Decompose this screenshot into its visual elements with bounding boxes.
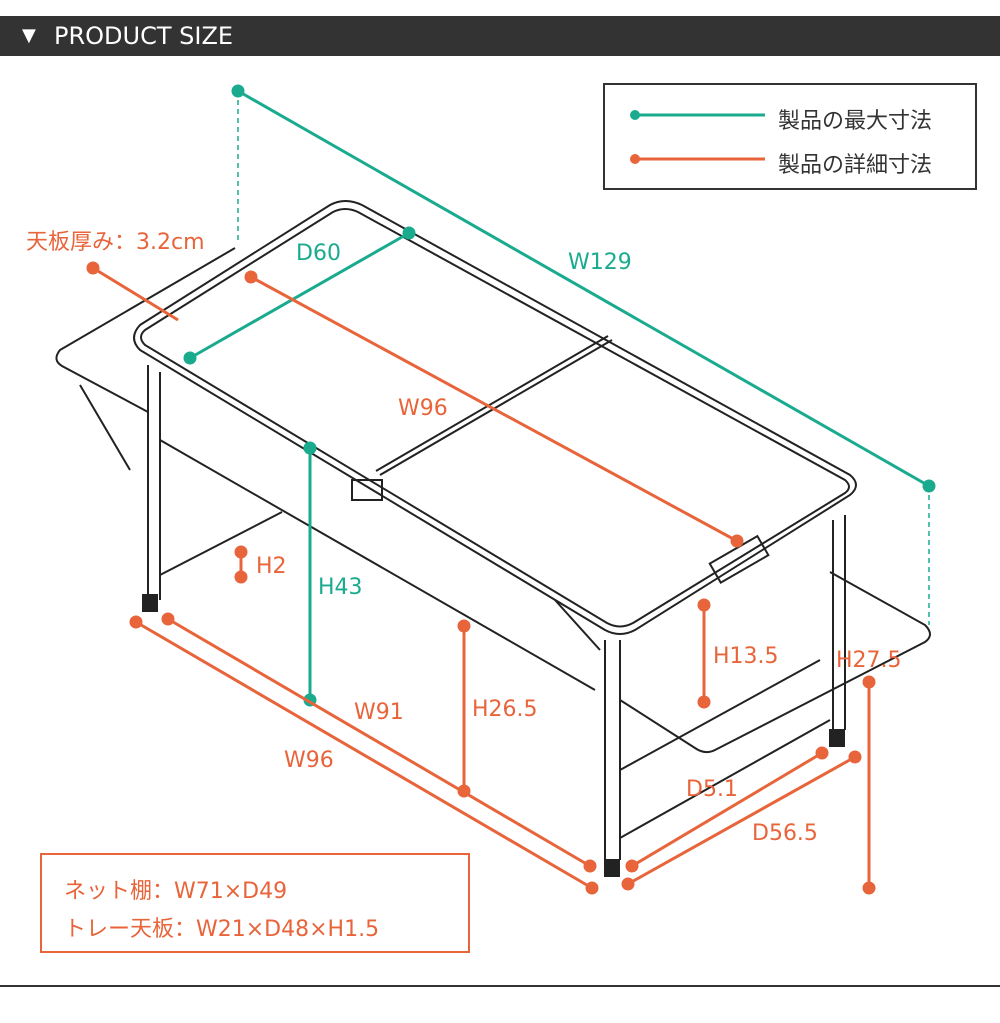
tabletop-inner <box>140 208 850 628</box>
h2-label: H2 <box>256 554 287 579</box>
leg-right <box>832 515 846 730</box>
latch <box>351 479 383 501</box>
section-header: ▼ PRODUCT SIZE <box>0 16 1000 56</box>
tray-top-size: トレー天板：W21×D48×H1.5 <box>64 917 380 942</box>
d60-label: D60 <box>296 241 341 266</box>
net-shelf <box>159 439 831 839</box>
teal-line-icon <box>630 110 765 120</box>
max-dimension-lines <box>183 84 936 707</box>
leg-left-front <box>147 365 161 600</box>
legend-item-max: 製品の最大寸法 <box>605 97 975 137</box>
orange-line-icon <box>630 154 765 164</box>
left-tray <box>55 247 236 413</box>
table-drawing <box>55 200 931 877</box>
d60-line <box>189 231 410 360</box>
w96-top-label: W96 <box>398 396 448 421</box>
brace <box>79 384 601 651</box>
h43-label: H43 <box>318 575 363 600</box>
legend-label: 製品の最大寸法 <box>778 109 933 134</box>
section-title: PRODUCT SIZE <box>54 22 234 50</box>
bottom-divider <box>0 985 1000 987</box>
thickness-label: 天板厚み：3.2cm <box>26 230 205 255</box>
w129-line <box>237 89 930 488</box>
thickness-leader <box>92 266 179 322</box>
w96-bottom-label: W96 <box>284 748 334 773</box>
w129-label: W129 <box>568 250 632 275</box>
d56-5-line <box>627 755 856 886</box>
tabletop-divider <box>379 339 613 476</box>
w96-bottom-line <box>135 620 593 890</box>
tabletop <box>133 200 857 635</box>
legend: 製品の最大寸法 製品の詳細寸法 <box>603 83 977 190</box>
h27-5-label: H27.5 <box>836 648 902 673</box>
detail-dimension-lines <box>86 261 876 895</box>
legend-label: 製品の詳細寸法 <box>778 153 933 178</box>
net-shelf-size: ネット棚：W71×D49 <box>64 879 288 904</box>
legend-item-detail: 製品の詳細寸法 <box>605 143 975 183</box>
h13-5-label: H13.5 <box>713 644 779 669</box>
handle <box>708 534 770 585</box>
d5-1-line <box>631 751 823 868</box>
d5-1-label: D5.1 <box>686 777 738 802</box>
d56-5-label: D56.5 <box>752 821 818 846</box>
h26-5-label: H26.5 <box>472 697 538 722</box>
w96-top-line <box>250 275 738 543</box>
right-tray <box>619 571 931 754</box>
info-box: ネット棚：W71×D49 トレー天板：W21×D48×H1.5 <box>40 853 470 953</box>
triangle-down-icon: ▼ <box>22 25 36 46</box>
w91-label: W91 <box>354 700 404 725</box>
w91-line <box>167 617 591 868</box>
leg-front <box>604 640 621 860</box>
